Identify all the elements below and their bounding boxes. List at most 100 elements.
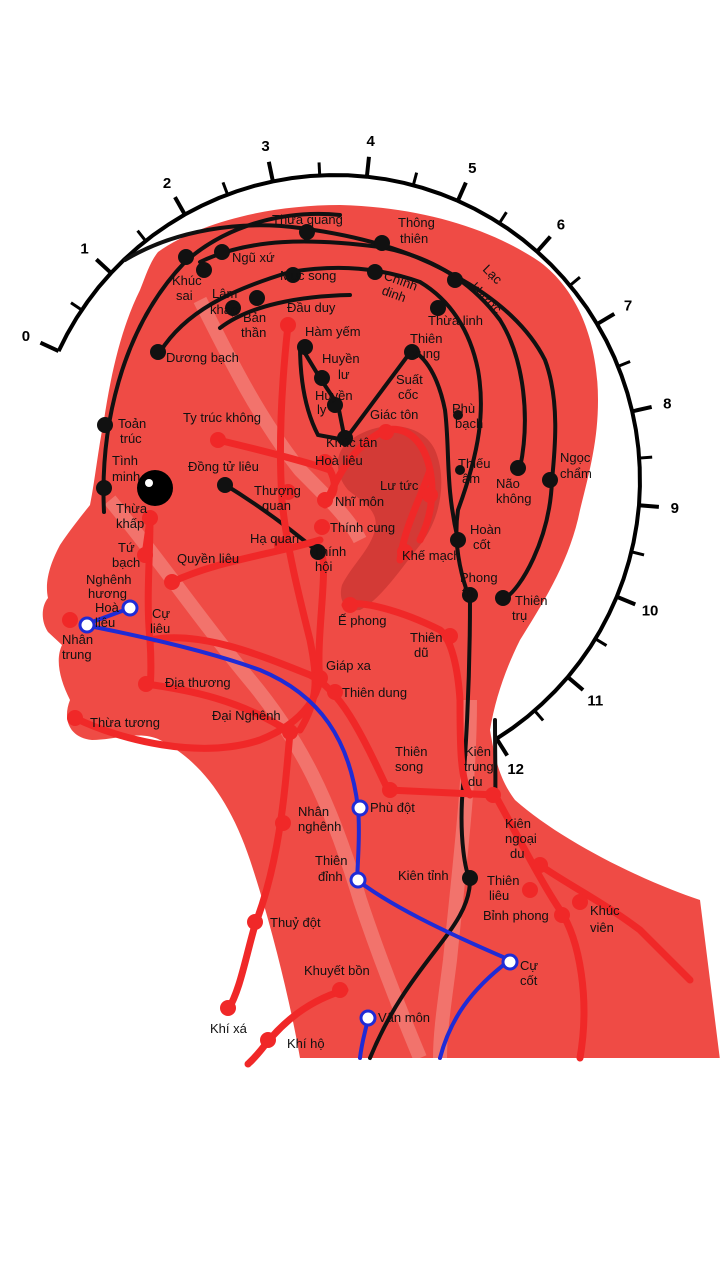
acupoint-red bbox=[378, 424, 394, 440]
label-thien-lieu-2: liêu bbox=[489, 888, 509, 903]
acupoint-red bbox=[554, 907, 570, 923]
label-nhan-trung-2: trung bbox=[62, 647, 92, 662]
label-thien-dinh-2: đỉnh bbox=[318, 869, 343, 884]
label-cu-cot-2: cốt bbox=[520, 973, 538, 988]
label-giap-xa: Giáp xa bbox=[326, 658, 372, 673]
scale-major-tick bbox=[537, 237, 550, 252]
acupoint-black bbox=[510, 460, 526, 476]
label-ngu-xu: Ngũ xứ bbox=[232, 250, 275, 265]
acupoint-red bbox=[260, 1032, 276, 1048]
scale-minor-tick bbox=[535, 711, 544, 721]
label-thuong-quan-1: Thượng bbox=[254, 483, 301, 498]
acupoint-blue-open bbox=[361, 1011, 375, 1025]
label-thien-xung-1: Thiên bbox=[410, 331, 443, 346]
label-nhan-nghenh-1: Nhân bbox=[298, 804, 329, 819]
scale-major-tick bbox=[597, 314, 614, 324]
label-ty-truc-khong: Ty trúc không bbox=[183, 410, 261, 425]
acupoint-black bbox=[462, 870, 478, 886]
scale-minor-tick bbox=[639, 457, 652, 458]
label-thua-tuong: Thừa tương bbox=[90, 715, 160, 730]
scale-minor-tick bbox=[223, 182, 228, 194]
acupoint-red bbox=[422, 487, 438, 503]
scale-minor-tick bbox=[570, 277, 580, 285]
acupoint-blue-open bbox=[353, 801, 367, 815]
label-thong-thien-1: Thông bbox=[398, 215, 435, 230]
acupoint-red bbox=[382, 782, 398, 798]
label-khuc-vien-1: Khúc bbox=[590, 903, 620, 918]
scale-tick-label: 10 bbox=[642, 602, 659, 619]
label-thien-tru-2: trụ bbox=[512, 608, 527, 623]
label-khuc-tan: Khúc tân bbox=[326, 435, 377, 450]
label-cu-lieu-2: liêu bbox=[150, 621, 170, 636]
scale-tick-label: 9 bbox=[671, 500, 679, 517]
acupoint-black bbox=[249, 290, 265, 306]
scale-major-tick bbox=[568, 677, 583, 690]
label-thuong-quan-2: quan bbox=[262, 498, 291, 513]
skin-shape bbox=[43, 205, 720, 1060]
scale-major-tick bbox=[367, 157, 369, 177]
acupoint-red bbox=[522, 882, 538, 898]
scale-tick-label: 2 bbox=[163, 175, 171, 192]
label-nao-khong-2: không bbox=[496, 491, 531, 506]
label-thien-song-2: song bbox=[395, 759, 423, 774]
label-hoan-cot-2: cốt bbox=[473, 537, 491, 552]
label-thieu-am-2: âm bbox=[462, 471, 480, 486]
label-tinh-minh-2: minh bbox=[112, 469, 140, 484]
label-lam-khap-2: khấp bbox=[210, 302, 238, 317]
label-tu-bach-1: Tứ bbox=[118, 540, 135, 555]
acupoint-blue-open bbox=[80, 618, 94, 632]
label-dai-nghenh: Đại Nghênh bbox=[212, 708, 281, 723]
label-huyen-lu-1: Huyền bbox=[322, 351, 360, 366]
label-thien-du-2: dũ bbox=[414, 645, 428, 660]
scale-tick-label: 8 bbox=[663, 395, 671, 412]
label-nao-khong-1: Não bbox=[496, 476, 520, 491]
label-thong-thien-2: thiên bbox=[400, 231, 428, 246]
acupoint-black bbox=[374, 235, 390, 251]
label-nghenh-huong-2: hương bbox=[88, 586, 127, 601]
acupoint-black bbox=[150, 344, 166, 360]
label-thien-dung: Thiên dung bbox=[342, 685, 407, 700]
label-lu-tuc: Lư tức bbox=[380, 478, 419, 493]
label-phu-dot: Phù đột bbox=[370, 800, 415, 815]
label-ban-than-2: thần bbox=[241, 325, 266, 340]
acupoint-red bbox=[164, 574, 180, 590]
label-thinh-hoi-2: hội bbox=[315, 559, 332, 574]
label-khuyet-bon: Khuyết bồn bbox=[304, 963, 370, 978]
label-kien-ngoai-du-2: ngoại bbox=[505, 831, 537, 846]
label-hoa-lieu-1: Hoà bbox=[95, 600, 120, 615]
scale-minor-tick bbox=[499, 212, 506, 223]
scale-major-tick bbox=[497, 739, 508, 756]
acupoint-red bbox=[282, 724, 298, 740]
acupoint-red bbox=[572, 894, 588, 910]
label-tu-bach-2: bạch bbox=[112, 555, 140, 570]
acupoint-red bbox=[332, 982, 348, 998]
acupoint-red bbox=[327, 684, 343, 700]
acupoint-black bbox=[178, 249, 194, 265]
acupoint-black bbox=[96, 480, 112, 496]
label-cu-cot-1: Cự bbox=[520, 958, 538, 973]
label-khi-ho: Khí hộ bbox=[287, 1036, 325, 1051]
acupoint-red bbox=[280, 317, 296, 333]
label-huyen-ly-2: ly bbox=[317, 402, 327, 417]
acupoint-black bbox=[495, 590, 511, 606]
label-kien-tinh: Kiên tỉnh bbox=[398, 868, 449, 883]
scale-minor-tick bbox=[138, 231, 146, 241]
label-thien-lieu-1: Thiên bbox=[487, 873, 520, 888]
label-hoan-cot-1: Hoàn bbox=[470, 522, 501, 537]
label-muc-song: Mục song bbox=[280, 268, 336, 283]
acupoint-red bbox=[485, 787, 501, 803]
label-ngoc-cham-1: Ngọc bbox=[560, 450, 591, 465]
label-suat-coc-2: cốc bbox=[398, 387, 419, 402]
acupoint-red bbox=[342, 597, 358, 613]
label-nhi-mon: Nhĩ môn bbox=[335, 494, 384, 509]
label-kien-ngoai-du-3: du bbox=[510, 846, 524, 861]
label-huyen-ly-1: Huyền bbox=[315, 388, 353, 403]
label-lam-khap-1: Lâm bbox=[212, 286, 237, 301]
label-dau-duy: Đầu duy bbox=[287, 300, 336, 315]
label-toan-truc-1: Toản bbox=[118, 416, 146, 431]
acupoint-blue-open bbox=[503, 955, 517, 969]
label-thua-khap-1: Thừa bbox=[116, 501, 148, 516]
acupoint-red bbox=[275, 815, 291, 831]
label-ban-than-1: Bản bbox=[243, 310, 266, 325]
label-cu-lieu-1: Cự bbox=[152, 606, 170, 621]
